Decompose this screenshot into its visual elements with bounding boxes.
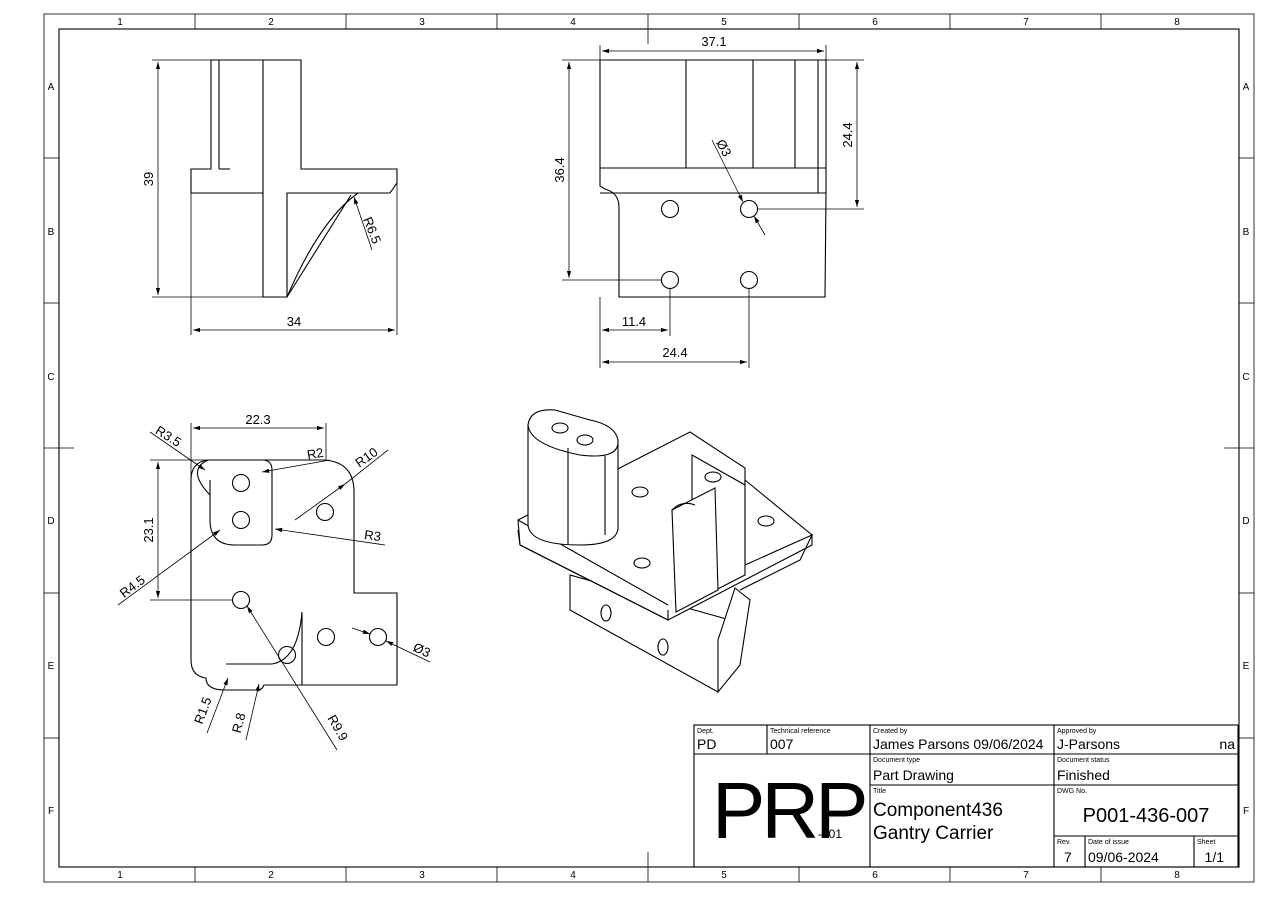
zone-row-a-right: A (1243, 82, 1250, 93)
zone-col-2-bottom: 2 (268, 870, 274, 881)
dim-front-hole-dia: Ø3 (713, 137, 734, 159)
dim-top-r3: R3 (363, 527, 382, 544)
zone-row-e: E (48, 661, 55, 672)
zone-row-b-right: B (1243, 227, 1250, 238)
dim-top-r9-9: R9.9 (325, 712, 352, 743)
zone-col-4: 4 (570, 17, 576, 28)
zone-col-7: 7 (1023, 17, 1029, 28)
sheet-frame: 1 2 3 4 5 6 7 8 1 2 3 4 5 6 7 8 A B C D … (43, 13, 1255, 883)
approved-extra: na (1219, 736, 1235, 752)
dwg-no-label: DWG No. (1057, 788, 1087, 795)
zone-row-d-right: D (1242, 516, 1249, 527)
dim-front-width: 37.1 (701, 34, 726, 49)
created-by-value: James Parsons 09/06/2024 (873, 736, 1044, 752)
zone-row-e-right: E (1243, 661, 1250, 672)
zone-row-f: F (48, 806, 54, 817)
zone-col-5: 5 (721, 17, 727, 28)
title-label: Title (873, 788, 886, 795)
dim-top-width: 22.3 (245, 412, 270, 427)
zone-col-1: 1 (117, 17, 123, 28)
rev-value: 7 (1064, 849, 1072, 865)
created-by-label: Created by (873, 728, 908, 735)
dept-value: PD (697, 736, 716, 752)
zone-row-d: D (47, 516, 54, 527)
zone-col-5-bottom: 5 (721, 870, 727, 881)
doc-status-label: Document status (1057, 757, 1110, 764)
zone-col-8: 8 (1174, 17, 1180, 28)
zone-row-c-right: C (1242, 372, 1249, 383)
zone-col-1-bottom: 1 (117, 870, 123, 881)
dim-top-height: 23.1 (141, 517, 156, 542)
dim-top-r2: R2 (306, 445, 325, 463)
tech-ref-value: 007 (770, 736, 794, 752)
zone-row-a: A (48, 82, 55, 93)
zone-col-2: 2 (268, 17, 274, 28)
dim-front-upper-height: 24.4 (840, 122, 855, 147)
zone-row-c: C (47, 372, 54, 383)
dwg-no-value: P001-436-007 (1083, 805, 1210, 827)
isometric-view (517, 409, 814, 694)
sheet-value: 1/1 (1205, 849, 1225, 865)
company-logo-suffix: -001 (818, 827, 842, 841)
company-logo: PRP (712, 766, 865, 855)
dim-front-height: 36.4 (552, 157, 567, 182)
title-line-1: Component436 (873, 800, 1003, 821)
dim-top-r1-5: R1.5 (191, 695, 214, 726)
top-view: 22.3 23.1 R3.5 R2 R10 R3 R4.5 Ø3 R1.5 R.… (117, 412, 433, 751)
zone-row-b: B (48, 227, 55, 238)
title-block (693, 724, 1239, 868)
title-line-2: Gantry Carrier (873, 823, 994, 844)
doc-status-value: Finished (1057, 767, 1110, 783)
dim-top-r3-5: R3.5 (153, 423, 184, 450)
approved-by-label: Approved by (1057, 728, 1097, 735)
front-view: 37.1 36.4 24.4 Ø3 11.4 24.4 (552, 34, 864, 368)
dim-front-hole-offset: 11.4 (622, 314, 646, 329)
zone-row-f-right: F (1243, 806, 1249, 817)
zone-col-7-bottom: 7 (1023, 870, 1029, 881)
dim-side-width: 34 (287, 314, 301, 329)
issue-date-label: Date of issue (1088, 839, 1129, 846)
doc-type-value: Part Drawing (873, 767, 954, 783)
dim-side-height: 39 (141, 172, 156, 186)
approved-by-value: J-Parsons (1057, 736, 1120, 752)
zone-col-8-bottom: 8 (1174, 870, 1180, 881)
dim-top-r10: R10 (352, 444, 380, 470)
zone-col-3: 3 (419, 17, 425, 28)
dim-top-dia3: Ø3 (411, 639, 433, 660)
issue-date-value: 09/06-2024 (1088, 849, 1159, 865)
zone-col-6-bottom: 6 (872, 870, 878, 881)
dim-front-hole-spacing: 24.4 (662, 345, 687, 360)
zone-col-3-bottom: 3 (419, 870, 425, 881)
sheet-label: Sheet (1197, 839, 1215, 846)
dim-top-r4-5: R4.5 (117, 572, 148, 601)
tech-ref-label: Technical reference (770, 728, 831, 735)
title-block-text: Dept. PD Technical reference 007 Created… (697, 728, 1235, 865)
dim-top-r-8: R.8 (229, 711, 249, 734)
zone-col-6: 6 (872, 17, 878, 28)
side-view: 39 34 R6.5 (141, 59, 398, 335)
dept-label: Dept. (697, 728, 714, 735)
rev-label: Rev. (1057, 839, 1071, 846)
doc-type-label: Document type (873, 757, 920, 764)
zone-col-4-bottom: 4 (570, 870, 576, 881)
dim-side-radius: R6.5 (360, 215, 384, 246)
